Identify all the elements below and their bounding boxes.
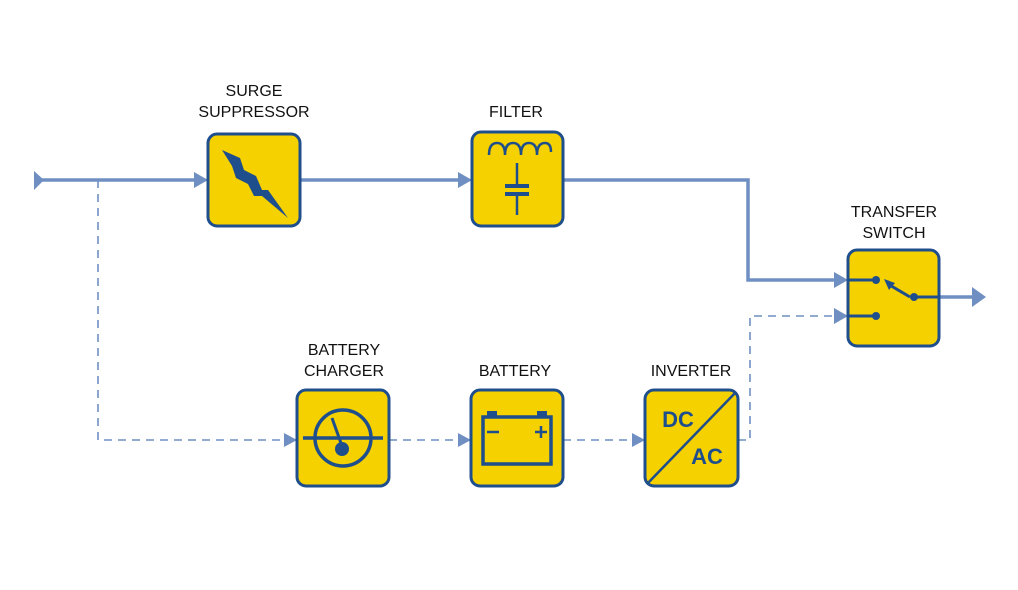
charger-label-line1: BATTERY — [308, 342, 381, 359]
wire-inverter-to-switch — [738, 315, 836, 441]
arrow-into-inverter — [632, 433, 645, 447]
filter-label: FILTER — [489, 104, 543, 121]
transfer-switch-block: TRANSFER SWITCH — [846, 204, 941, 348]
inverter-label: INVERTER — [651, 363, 732, 380]
arrow-into-charger — [284, 433, 297, 447]
inverter-block: INVERTER DC AC — [643, 363, 740, 488]
main-power-path — [34, 171, 986, 307]
surge-label-line2: SUPPRESSOR — [198, 104, 309, 121]
battery-block: BATTERY — [469, 363, 565, 488]
arrow-into-surge — [194, 172, 208, 188]
battery-icon — [481, 411, 553, 466]
arrow-into-switch-top — [834, 272, 848, 288]
surge-suppressor-block: SURGE SUPPRESSOR — [198, 83, 310, 228]
dc-ac-converter-icon: DC AC — [646, 391, 737, 485]
switch-icon — [848, 276, 939, 320]
surge-label-line1: SURGE — [226, 83, 283, 100]
lightning-bolt-icon — [222, 150, 288, 218]
charger-label-line2: CHARGER — [304, 363, 384, 380]
battery-power-path — [97, 180, 848, 447]
battery-charger-block: BATTERY CHARGER — [295, 342, 391, 488]
arrow-into-filter — [458, 172, 472, 188]
gauge-icon — [303, 408, 383, 468]
arrow-into-battery — [458, 433, 471, 447]
inductor-capacitor-icon — [487, 141, 553, 215]
ac-text: AC — [691, 444, 723, 469]
wire-input-to-charger — [97, 180, 286, 441]
battery-box — [469, 388, 565, 488]
switch-label-line1: TRANSFER — [851, 204, 937, 221]
wire-filter-to-switch — [563, 178, 836, 282]
arrow-into-switch-bottom — [834, 308, 848, 324]
filter-block: FILTER — [470, 104, 565, 228]
battery-label: BATTERY — [479, 363, 552, 380]
switch-label-line2: SWITCH — [862, 225, 925, 242]
output-arrow — [972, 287, 986, 307]
dc-text: DC — [662, 407, 694, 432]
